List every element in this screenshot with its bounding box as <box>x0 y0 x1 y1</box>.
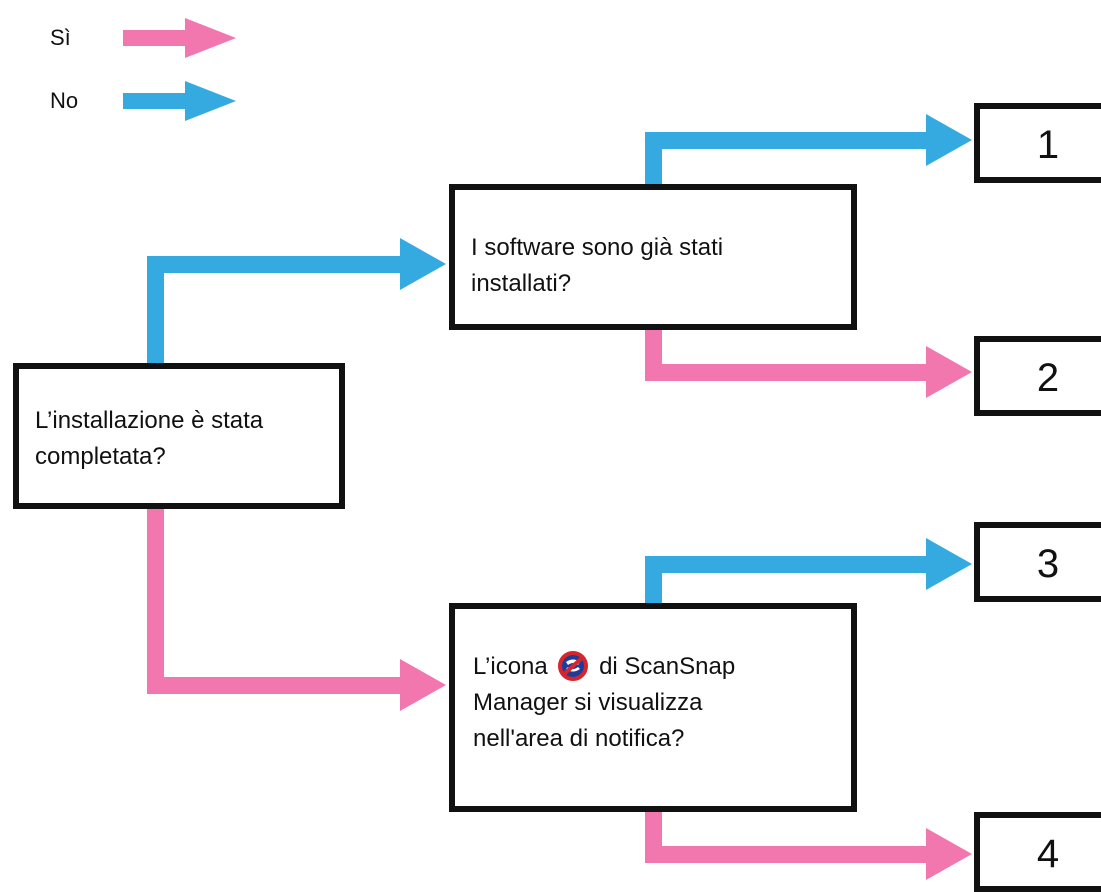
legend-yes-label: Sì <box>50 25 71 50</box>
question-software-box: I software sono già stati installati? <box>449 184 857 330</box>
question-icon-line-3: nell'area di notifica? <box>473 725 685 752</box>
arrow-software-yes-to-2 <box>645 330 972 398</box>
outcome-label-1: 1 <box>1036 123 1060 167</box>
question-software-line-1: I software sono già stati <box>471 234 724 261</box>
scansnap-manager-not-connected-icon <box>558 651 589 681</box>
question-icon-line-1-before: L’icona <box>473 653 548 680</box>
outcome-label-4: 4 <box>1036 832 1060 876</box>
question-icon-line-2: Manager si visualizza <box>473 689 703 716</box>
outcome-box-4: 4 <box>974 812 1101 892</box>
legend-no-label: No <box>50 88 79 113</box>
question-installation-line-1: L’installazione è stata <box>35 407 264 434</box>
legend-no-arrow <box>123 81 236 121</box>
outcome-box-2: 2 <box>974 336 1101 416</box>
question-icon-line-1: L’icona di ScanSnap <box>473 649 735 685</box>
question-software-line-2: installati? <box>471 270 572 297</box>
outcome-box-3: 3 <box>974 522 1101 602</box>
arrow-icon-yes-to-4 <box>645 812 972 880</box>
outcome-label-3: 3 <box>1036 542 1060 586</box>
legend-yes-arrow <box>123 18 236 58</box>
arrow-installation-yes-to-icon <box>147 509 446 711</box>
arrow-icon-no-to-3 <box>645 538 972 606</box>
arrow-software-no-to-1 <box>645 114 972 186</box>
question-icon-box: L’icona di ScanSnap Manager si visualizz… <box>449 603 857 812</box>
question-installation-box: L’installazione è stata completata? <box>13 363 345 509</box>
outcome-box-1: 1 <box>974 103 1101 183</box>
arrow-installation-no-to-software <box>147 238 446 366</box>
outcome-label-2: 2 <box>1036 356 1060 400</box>
question-icon-line-1-after: di ScanSnap <box>599 653 736 680</box>
question-installation-line-2: completata? <box>35 443 166 470</box>
